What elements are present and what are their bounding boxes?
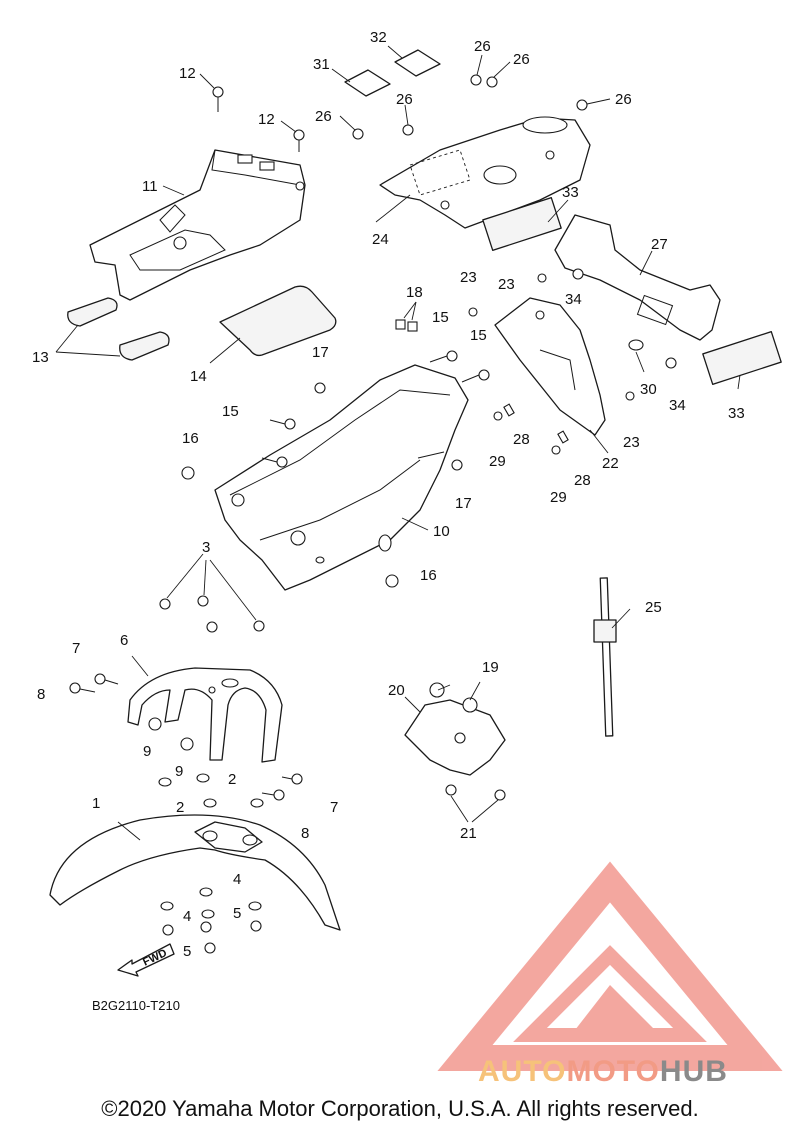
callout-5: 5 — [233, 905, 241, 922]
callout-4: 4 — [233, 871, 241, 888]
leader-lines — [55, 45, 741, 841]
callout-17: 17 — [312, 344, 329, 361]
callout-2: 2 — [228, 771, 236, 788]
part-22-bracket — [494, 297, 606, 436]
callout-29: 29 — [489, 453, 506, 470]
callout-20: 20 — [388, 682, 405, 699]
callout-31: 31 — [313, 56, 330, 73]
callout-19: 19 — [482, 659, 499, 676]
callout-16: 16 — [182, 430, 199, 447]
part-14-pad — [219, 285, 337, 357]
part-31-label — [344, 69, 391, 97]
callout-11: 11 — [142, 178, 158, 195]
part-33-reflector-lower — [702, 331, 782, 385]
drawing-code: B2G2110-T210 — [92, 998, 180, 1013]
callout-21: 21 — [460, 825, 477, 842]
callout-30: 30 — [640, 381, 657, 398]
callout-numbers: 1 2 2 3 4 4 5 5 6 7 7 8 8 9 9 10 11 12 1… — [32, 29, 745, 960]
part-24-rear-cover — [379, 116, 591, 229]
callout-7: 7 — [330, 799, 338, 816]
callout-32: 32 — [370, 29, 387, 46]
copyright-notice: ©2020 Yamaha Motor Corporation, U.S.A. A… — [101, 1096, 699, 1121]
svg-text:FWD: FWD — [141, 947, 169, 968]
callout-29: 29 — [550, 489, 567, 506]
callout-26: 26 — [474, 38, 491, 55]
callout-34: 34 — [669, 397, 686, 414]
callout-15: 15 — [470, 327, 487, 344]
callout-17: 17 — [455, 495, 472, 512]
part-25-cable-tie — [593, 577, 617, 737]
watermark-brand: AUTOMOTOHUB — [478, 1055, 728, 1089]
callout-6: 6 — [120, 632, 128, 649]
part-10-rear-fender — [214, 364, 469, 591]
brand-part-moto: MOTO — [566, 1055, 660, 1088]
part-27-license-bracket — [554, 214, 721, 351]
callout-34: 34 — [565, 291, 582, 308]
callout-16: 16 — [420, 567, 437, 584]
part-20-bracket — [404, 682, 506, 776]
callout-14: 14 — [190, 368, 207, 385]
callout-13: 13 — [32, 349, 49, 366]
callout-26: 26 — [396, 91, 413, 108]
part-32-label — [394, 49, 441, 77]
callout-9: 9 — [143, 743, 151, 760]
callout-8: 8 — [37, 686, 45, 703]
part-1-front-fender — [49, 814, 341, 931]
callout-33: 33 — [562, 184, 579, 201]
part-11-seat-tray — [89, 149, 306, 301]
callout-28: 28 — [513, 431, 530, 448]
callout-2: 2 — [176, 799, 184, 816]
callout-18: 18 — [406, 284, 423, 301]
callout-26: 26 — [315, 108, 332, 125]
part-6-fender-stay — [127, 667, 283, 763]
callout-23: 23 — [460, 269, 477, 286]
callout-24: 24 — [372, 231, 389, 248]
callout-3: 3 — [202, 539, 210, 556]
callout-25: 25 — [645, 599, 662, 616]
brand-part-auto: AUTO — [478, 1055, 567, 1088]
callout-23: 23 — [623, 434, 640, 451]
fwd-arrow-icon: FWD — [117, 943, 175, 977]
brand-part-hub: HUB — [659, 1055, 728, 1088]
callout-7: 7 — [72, 640, 80, 657]
callout-28: 28 — [574, 472, 591, 489]
part-13-pads — [67, 297, 170, 361]
callout-27: 27 — [651, 236, 668, 253]
callout-33: 33 — [728, 405, 745, 422]
watermark-logo-icon — [437, 861, 783, 1071]
callout-1: 1 — [92, 795, 100, 812]
callout-12: 12 — [179, 65, 196, 82]
callout-12: 12 — [258, 111, 275, 128]
callout-5: 5 — [183, 943, 191, 960]
fasteners — [69, 74, 677, 954]
callout-26: 26 — [513, 51, 530, 68]
callout-15: 15 — [222, 403, 239, 420]
callout-9: 9 — [175, 763, 183, 780]
callout-15: 15 — [432, 309, 449, 326]
callout-4: 4 — [183, 908, 191, 925]
callout-8: 8 — [301, 825, 309, 842]
callout-23: 23 — [498, 276, 515, 293]
callout-26-right: 26 — [615, 91, 632, 108]
callout-10: 10 — [433, 523, 450, 540]
callout-22: 22 — [602, 455, 619, 472]
